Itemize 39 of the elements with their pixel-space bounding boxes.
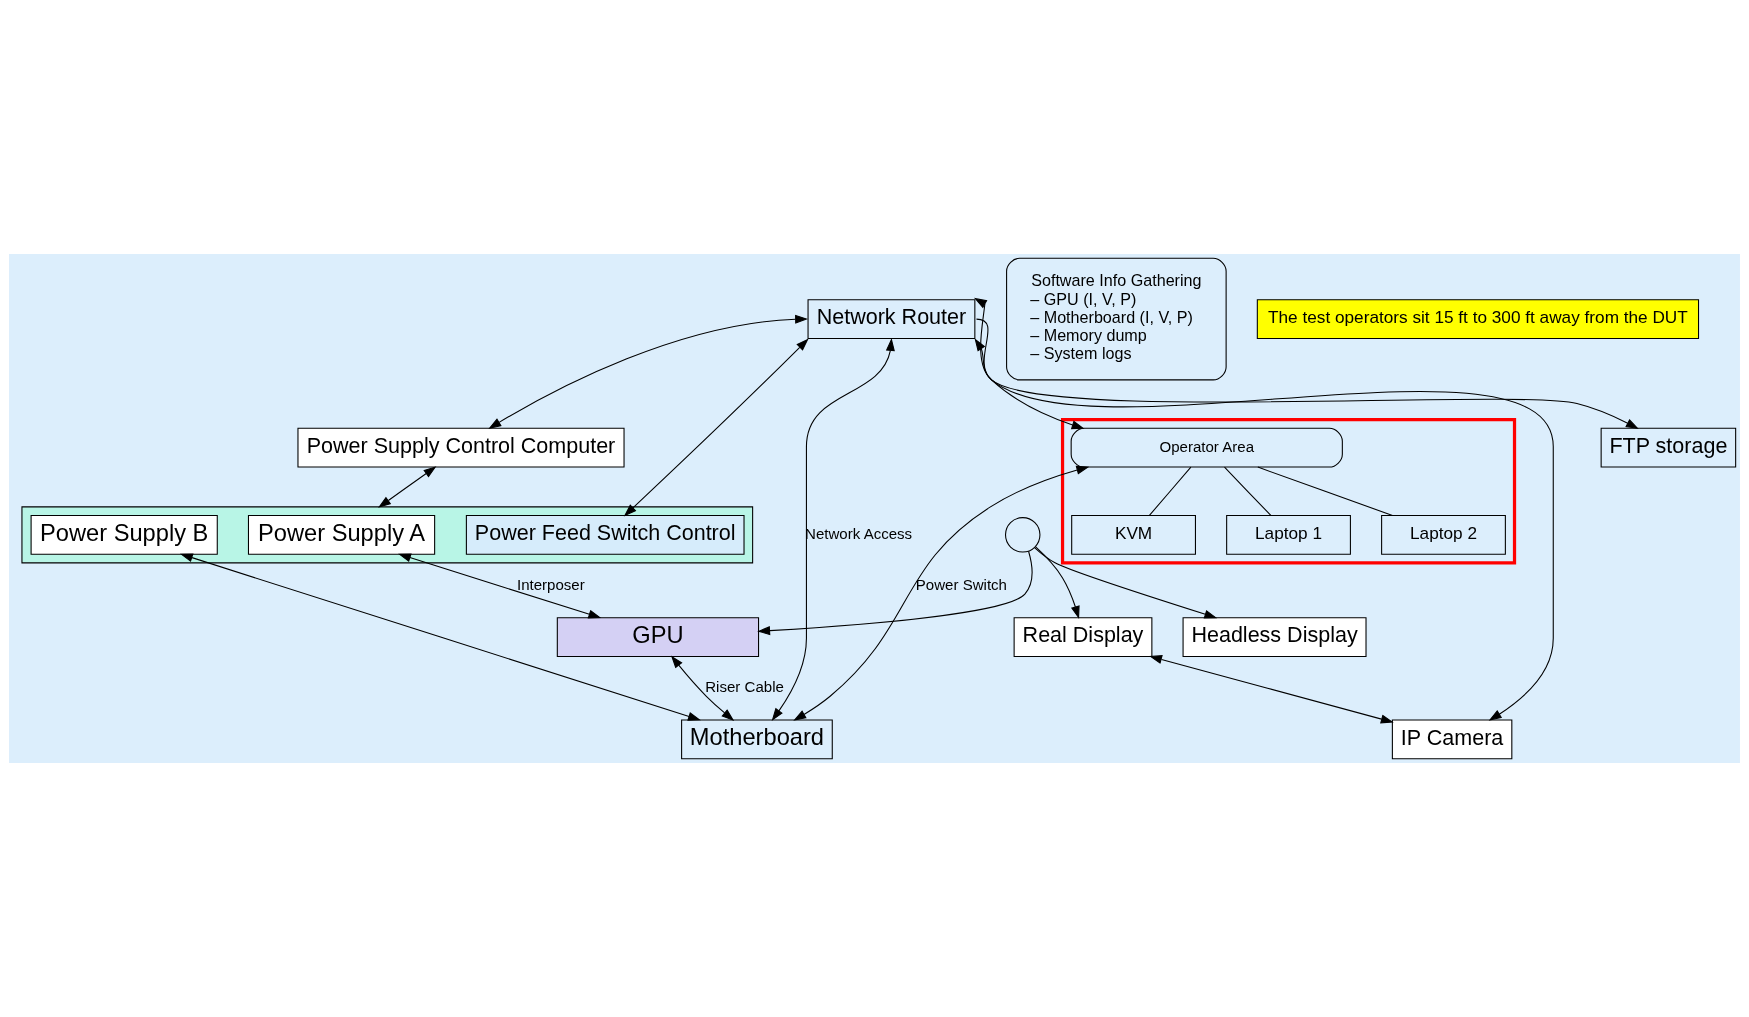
arrow xyxy=(975,318,1554,721)
arrow xyxy=(793,465,1090,721)
node-box: KVM xyxy=(1071,514,1196,555)
arrow xyxy=(623,338,809,517)
node-box: Laptop 1 xyxy=(1226,514,1351,555)
arrow xyxy=(488,314,809,429)
node-box: The test operators sit 15 ft to 300 ft away from the DUT xyxy=(1256,299,1700,339)
arrow xyxy=(757,550,1033,636)
node-box: GPU xyxy=(556,617,760,657)
arrow xyxy=(378,466,437,508)
arrow xyxy=(179,553,701,721)
node-box: Motherboard xyxy=(681,719,833,760)
arrow xyxy=(973,297,1639,429)
arrow xyxy=(771,337,895,721)
node-box: FTP storage xyxy=(1600,427,1737,468)
node-box: Network Router xyxy=(807,299,976,339)
node-box: Power Feed Switch Control xyxy=(465,514,745,555)
arrow xyxy=(398,553,602,619)
connector xyxy=(1148,466,1192,516)
edge-label: Power Switch xyxy=(915,575,1007,593)
edge-label: Interposer xyxy=(516,575,585,593)
edge-label: Riser Cable xyxy=(705,678,784,696)
node-box: Headless Display xyxy=(1182,617,1367,657)
arrow xyxy=(670,655,735,721)
node-box: Laptop 2 xyxy=(1381,514,1506,555)
connector xyxy=(1223,466,1272,516)
node-box: Power Supply Control Computer xyxy=(297,427,625,468)
arrow xyxy=(974,338,1085,430)
node-box: Software Info Gathering – GPU (I, V, P) – Motherboard (I, V, P) – Memory dump – System logs xyxy=(1006,257,1227,381)
node-circle xyxy=(1005,517,1041,553)
node-box: Operator Area xyxy=(1070,427,1343,468)
node-box: Power Supply B xyxy=(30,514,218,555)
node-box: IP Camera xyxy=(1391,719,1513,760)
arrow xyxy=(1033,547,1218,619)
arrow xyxy=(1149,655,1394,724)
node-box: Real Display xyxy=(1013,617,1153,657)
arrow xyxy=(1035,546,1080,619)
node-box: Power Supply A xyxy=(247,514,436,555)
connector xyxy=(1257,466,1394,516)
